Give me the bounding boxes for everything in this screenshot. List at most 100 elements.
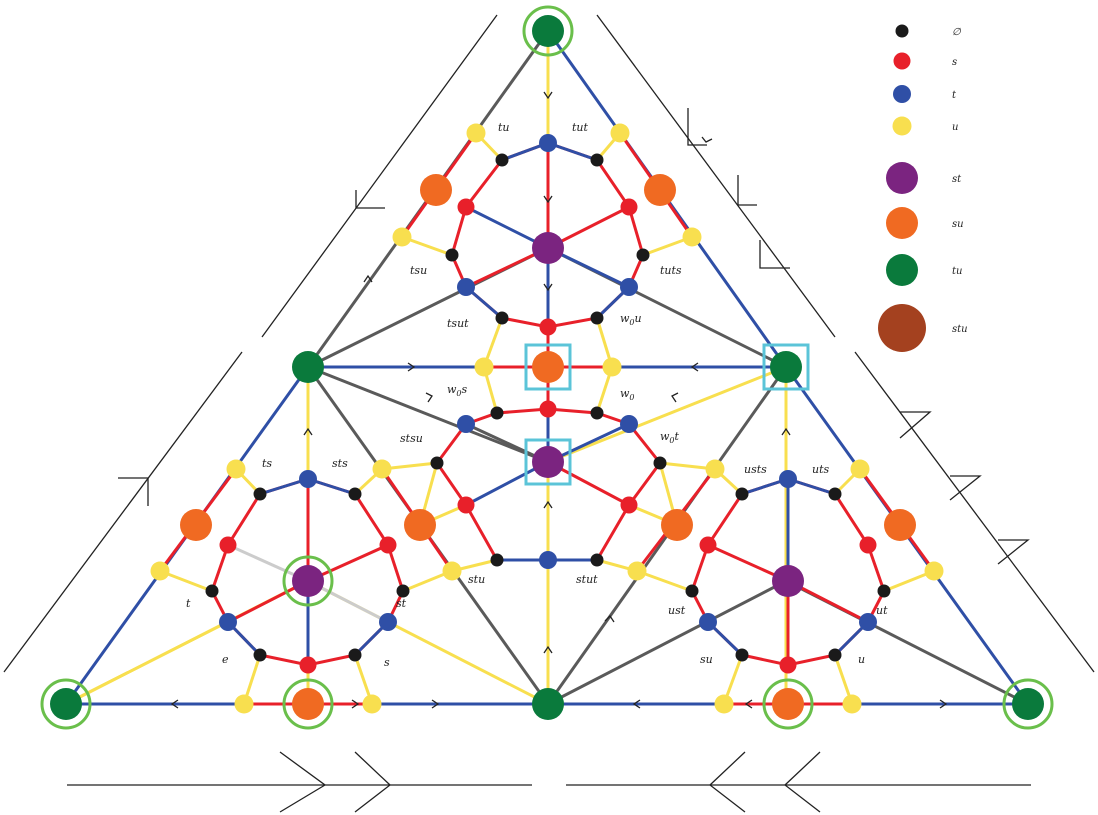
node-st [532, 232, 564, 264]
node-s [457, 496, 475, 514]
legend-label-tu: tu [952, 266, 962, 277]
highlight-boxes [524, 343, 810, 486]
node-s [539, 400, 557, 418]
node-s [859, 536, 877, 554]
node-u [842, 694, 862, 714]
node-empty [396, 584, 410, 598]
label-tut: tut [572, 121, 589, 134]
label-u: u [858, 653, 865, 666]
node-u [682, 227, 702, 247]
node-empty [495, 153, 509, 167]
node-tu [532, 688, 564, 720]
node-st [772, 565, 804, 597]
node-u [714, 694, 734, 714]
edge-arrows [170, 91, 948, 709]
node-empty [735, 487, 749, 501]
node-t [299, 470, 317, 488]
node-t [620, 278, 638, 296]
node-empty [735, 648, 749, 662]
node-u [150, 561, 170, 581]
node-su [644, 174, 676, 206]
outer-boundary [3, 14, 1095, 786]
ring-left-center [282, 555, 334, 607]
node-empty [253, 487, 267, 501]
label-tsu: tsu [410, 264, 427, 277]
legend-label-st: st [952, 174, 962, 185]
node-empty [636, 248, 650, 262]
node-u [234, 694, 254, 714]
node-empty [590, 311, 604, 325]
node-u [602, 357, 622, 377]
legend-label-t: t [952, 90, 957, 101]
node-s [620, 496, 638, 514]
node-t [859, 613, 877, 631]
node-u [392, 227, 412, 247]
node-empty [205, 584, 219, 598]
node-u [627, 561, 647, 581]
label-t: t [186, 597, 191, 610]
highlight-rings [40, 5, 1054, 730]
ring-bottom-left-orange [282, 678, 334, 730]
node-t [699, 613, 717, 631]
node-empty [590, 553, 604, 567]
legend-label-su: su [952, 219, 964, 230]
node-empty [685, 584, 699, 598]
label-stut: stut [576, 573, 598, 586]
node-empty [653, 456, 667, 470]
node-su [292, 688, 324, 720]
legend-swatch-t [893, 85, 911, 103]
node-tu [1012, 688, 1044, 720]
node-t [539, 551, 557, 569]
label-usts: usts [744, 463, 767, 476]
node-tu [292, 351, 324, 383]
node-t [779, 470, 797, 488]
node-empty [348, 487, 362, 501]
node-t [457, 415, 475, 433]
label-w0s: w0s [447, 383, 468, 398]
legend-label-stu: stu [952, 324, 968, 335]
node-s [779, 656, 797, 674]
legend-swatch-s [893, 52, 911, 70]
node-t [457, 278, 475, 296]
legend-swatch-empty [895, 24, 909, 38]
node-s [219, 536, 237, 554]
box-center-orange [524, 343, 572, 391]
node-empty [430, 456, 444, 470]
node-u [372, 459, 392, 479]
label-tsut: tsut [447, 317, 469, 330]
label-w0u: w0u [620, 312, 642, 327]
node-su [404, 509, 436, 541]
box-center-purple [524, 438, 572, 486]
node-u [850, 459, 870, 479]
ring-bottom-left [40, 678, 92, 730]
node-su [532, 351, 564, 383]
node-s [620, 198, 638, 216]
node-su [661, 509, 693, 541]
label-ut: ut [876, 604, 888, 617]
node-empty [877, 584, 891, 598]
node-s [539, 318, 557, 336]
label-tuts: tuts [660, 264, 682, 277]
label-st: st [396, 597, 407, 610]
node-empty [445, 248, 459, 262]
node-empty [495, 311, 509, 325]
legend-swatch-tu [886, 254, 918, 286]
node-tu [770, 351, 802, 383]
node-u [705, 459, 725, 479]
legend-label-u: u [952, 122, 958, 133]
label-su: su [700, 653, 713, 666]
label-s: s [384, 656, 390, 669]
node-s [699, 536, 717, 554]
node-u [474, 357, 494, 377]
node-empty [828, 487, 842, 501]
node-st [292, 565, 324, 597]
node-u [442, 561, 462, 581]
node-s [379, 536, 397, 554]
legend-label-s: s [952, 57, 957, 68]
node-empty [590, 406, 604, 420]
node-empty [348, 648, 362, 662]
ring-top [522, 5, 574, 57]
node-t [219, 613, 237, 631]
